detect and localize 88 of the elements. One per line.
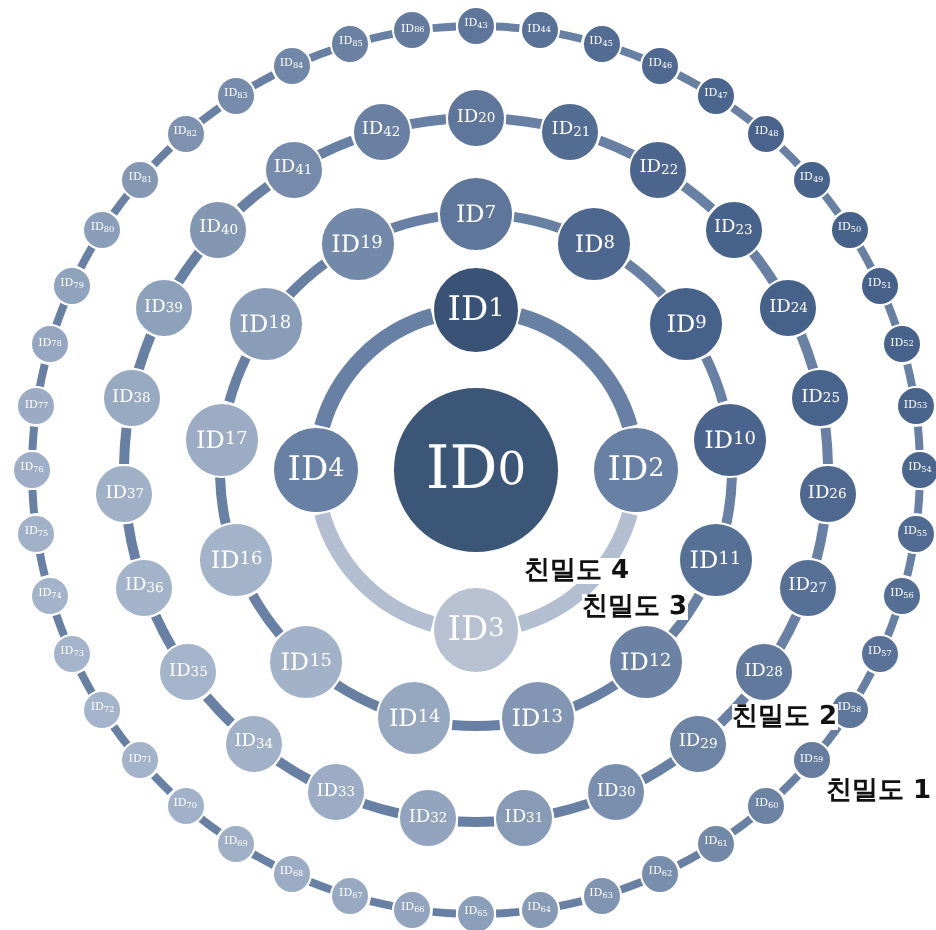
ring-segment <box>215 476 231 526</box>
ring-segment <box>451 719 501 731</box>
ring-segment <box>77 245 96 270</box>
ring-segment <box>390 211 439 233</box>
ring-segment <box>516 308 638 430</box>
ring-segment <box>432 907 457 918</box>
ring-segment <box>717 693 749 727</box>
ring-segment <box>820 427 833 465</box>
ring-segment <box>409 114 447 130</box>
ring-segment <box>495 22 520 33</box>
ring-segment <box>552 798 590 819</box>
intimacy-label: 친밀도 3 <box>582 594 688 620</box>
intimacy-label: 친밀도 2 <box>732 704 838 730</box>
ring-segment <box>308 46 334 62</box>
ring-segment <box>457 816 495 827</box>
ring-segment <box>558 897 583 911</box>
ring-segment <box>495 907 520 918</box>
ring-segment <box>748 249 778 285</box>
intimacy-label: 친밀도 1 <box>826 778 932 804</box>
ring-segment <box>856 245 875 270</box>
ring-segment <box>730 104 754 125</box>
ring-segment <box>317 135 355 160</box>
ring-segment <box>668 592 704 638</box>
ring-segment <box>676 71 701 90</box>
ring-segment <box>778 145 801 168</box>
ring-segment <box>285 259 328 299</box>
ring-segment <box>52 612 68 638</box>
ring-segment <box>151 613 177 651</box>
ring-segment <box>251 850 276 869</box>
ring-segment <box>811 523 829 561</box>
ring-segment <box>680 181 716 213</box>
ring-segment <box>198 815 222 836</box>
ring-segment <box>28 489 39 514</box>
ring-segment <box>513 211 562 233</box>
ring-segment <box>778 772 801 795</box>
ring-segment <box>884 612 900 638</box>
ring-segment <box>362 798 400 819</box>
ring-segment <box>505 114 543 130</box>
ring-segment <box>174 249 204 285</box>
ring-segment <box>884 302 900 328</box>
ring-segment <box>856 670 875 695</box>
intimacy-label: 친밀도 4 <box>524 558 630 584</box>
ring-segment <box>369 29 394 43</box>
ring-segment <box>640 756 677 785</box>
ring-segment <box>275 756 312 785</box>
ring-segment <box>52 302 68 328</box>
ring-segment <box>35 363 49 388</box>
ring-segment <box>314 308 436 430</box>
ring-segment <box>198 104 222 125</box>
ring-segment <box>119 427 132 465</box>
ring-segment <box>618 46 644 62</box>
ring-segment <box>35 552 49 577</box>
ring-segment <box>796 333 819 371</box>
ring-segment <box>110 724 131 748</box>
ring-segment <box>571 680 619 712</box>
ring-segment <box>236 181 272 213</box>
ring-segment <box>369 897 394 911</box>
ring-segment <box>903 552 917 577</box>
ring-segment <box>133 333 156 371</box>
ring-segment <box>821 724 842 748</box>
ring-segment <box>77 670 96 695</box>
ring-segment <box>123 523 141 561</box>
ring-segment <box>432 22 457 33</box>
ring-segment <box>903 363 917 388</box>
ring-segment <box>308 878 334 894</box>
ring-segment <box>333 680 381 712</box>
ring-segment <box>730 815 754 836</box>
ring-segment <box>558 29 583 43</box>
ring-segment <box>203 693 235 727</box>
ring-segment <box>624 259 667 299</box>
ring-segment <box>676 850 701 869</box>
ring-segment <box>913 426 924 451</box>
ring-segment <box>913 489 924 514</box>
ring-segment <box>314 510 436 632</box>
ring-segment <box>248 592 284 638</box>
ring-segment <box>151 772 174 795</box>
ring-segment <box>597 135 635 160</box>
ring-segment <box>618 878 644 894</box>
ring-segment <box>516 510 638 632</box>
ring-segment <box>701 355 728 404</box>
ring-segment <box>775 613 801 651</box>
ring-segment <box>821 192 842 216</box>
ring-segment <box>110 192 131 216</box>
ring-segment <box>224 355 251 404</box>
ring-segment <box>151 145 174 168</box>
ring-segment <box>721 476 737 526</box>
ring-segment <box>251 71 276 90</box>
ring-segment <box>28 426 39 451</box>
